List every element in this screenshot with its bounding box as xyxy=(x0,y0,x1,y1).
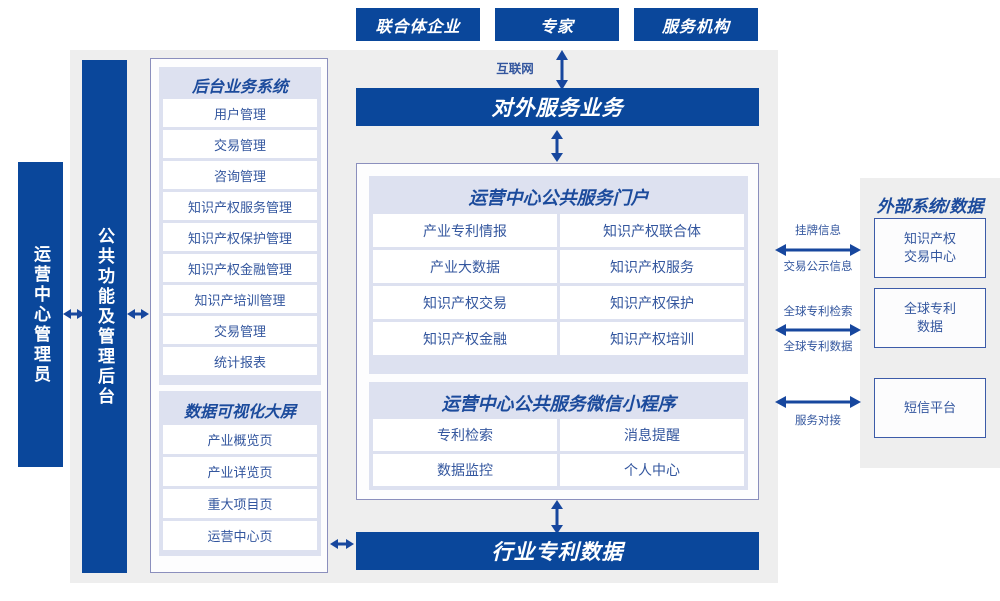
backend-item[interactable]: 统计报表 xyxy=(163,347,317,375)
internet-label: 互联网 xyxy=(496,62,534,76)
miniprogram-item[interactable]: 个人中心 xyxy=(560,454,744,486)
service-to-portal-connector xyxy=(543,130,571,162)
industry-data-bar[interactable]: 行业专利数据 xyxy=(356,532,759,570)
horizontal-double-arrow-icon xyxy=(775,324,861,336)
miniprogram-items: 专利检索 消息提醒 数据监控 个人中心 xyxy=(373,419,744,486)
backend-system-items: 用户管理 交易管理 咨询管理 知识产权服务管理 知识产权保护管理 知识产权金融管… xyxy=(163,99,317,375)
portal-item[interactable]: 产业专利情报 xyxy=(373,214,557,247)
external-service-bar[interactable]: 对外服务业务 xyxy=(356,88,759,126)
backend-system-title: 后台业务系统 xyxy=(191,79,288,96)
connector-label-service-integration: 服务对接 xyxy=(795,415,841,427)
backend-item[interactable]: 用户管理 xyxy=(163,99,317,127)
common-backend-label: 公共功能及管理后台 xyxy=(95,226,114,407)
vertical-double-arrow-icon xyxy=(551,130,563,162)
miniprogram-item[interactable]: 专利检索 xyxy=(373,419,557,451)
external-system-sms-platform-line1: 短信平台 xyxy=(903,400,956,416)
backend-item[interactable]: 知识产权服务管理 xyxy=(163,192,317,220)
data-visualization-items: 产业概览页 产业详览页 重大项目页 运营中心页 xyxy=(163,425,317,550)
miniprogram-item[interactable]: 数据监控 xyxy=(373,454,557,486)
connector-label-global-patent-search: 全球专利检索 xyxy=(783,306,853,318)
data-visualization-title: 数据可视化大屏 xyxy=(183,404,296,421)
miniprogram-group: 运营中心公共服务微信小程序 专利检索 消息提醒 数据监控 个人中心 xyxy=(369,382,748,490)
dataviz-item[interactable]: 重大项目页 xyxy=(163,489,317,518)
backend-item[interactable]: 交易管理 xyxy=(163,130,317,158)
dataviz-item[interactable]: 产业详览页 xyxy=(163,457,317,486)
external-system-ip-exchange-line2: 交易中心 xyxy=(903,249,956,264)
external-system-sms-platform[interactable]: 短信平台 xyxy=(874,378,986,438)
external-system-global-patent-line2: 数据 xyxy=(916,319,943,334)
backend-item[interactable]: 咨询管理 xyxy=(163,161,317,189)
actor-box-service-org-label: 服务机构 xyxy=(661,18,730,36)
actor-box-consortium-label: 联合体企业 xyxy=(375,18,461,36)
data-visualization-group: 数据可视化大屏 产业概览页 产业详览页 重大项目页 运营中心页 xyxy=(159,391,321,556)
backend-item[interactable]: 知识产权保护管理 xyxy=(163,223,317,251)
connector-label-global-patent-data: 全球专利数据 xyxy=(783,341,853,353)
portal-item[interactable]: 知识产权金融 xyxy=(373,322,557,355)
actor-box-service-org[interactable]: 服务机构 xyxy=(634,8,758,41)
miniprogram-title: 运营中心公共服务微信小程序 xyxy=(441,393,676,414)
operator-admin-bar[interactable]: 运营中心管理员 xyxy=(18,162,63,467)
external-system-ip-exchange-line1: 知识产权 xyxy=(903,231,956,247)
backend-item[interactable]: 知识产权金融管理 xyxy=(163,254,317,282)
horizontal-double-arrow-icon xyxy=(330,539,354,549)
connector-label-listing-info: 挂牌信息 xyxy=(795,225,841,237)
horizontal-double-arrow-icon xyxy=(127,309,149,319)
horizontal-double-arrow-icon xyxy=(63,309,85,319)
connector-label-transaction-public-info: 交易公示信息 xyxy=(783,261,853,273)
dataviz-item[interactable]: 产业概览页 xyxy=(163,425,317,454)
external-connector-2 xyxy=(775,320,861,340)
internet-arrow-icon xyxy=(556,50,568,90)
external-system-global-patent-line1: 全球专利 xyxy=(903,301,956,317)
dataviz-item[interactable]: 运营中心页 xyxy=(163,521,317,550)
internet-connector xyxy=(548,50,576,90)
backend-system-group: 后台业务系统 用户管理 交易管理 咨询管理 知识产权服务管理 知识产权保护管理 … xyxy=(159,67,321,385)
backend-panel: 后台业务系统 用户管理 交易管理 咨询管理 知识产权服务管理 知识产权保护管理 … xyxy=(150,58,328,573)
external-connector-1 xyxy=(775,240,861,260)
backend-to-panel-connector xyxy=(127,303,149,325)
common-backend-bar[interactable]: 公共功能及管理后台 xyxy=(82,60,127,573)
portal-group: 运营中心公共服务门户 产业专利情报 知识产权联合体 产业大数据 知识产权服务 知… xyxy=(369,176,748,374)
external-service-bar-label: 对外服务业务 xyxy=(491,97,624,120)
external-systems-title: 外部系统/数据 xyxy=(876,197,984,216)
horizontal-double-arrow-icon xyxy=(775,244,861,256)
admin-to-backend-connector xyxy=(63,303,85,325)
external-system-ip-exchange[interactable]: 知识产权 交易中心 xyxy=(874,218,986,278)
portal-item[interactable]: 知识产权交易 xyxy=(373,286,557,319)
external-system-global-patent[interactable]: 全球专利 数据 xyxy=(874,288,986,348)
portal-item[interactable]: 知识产权服务 xyxy=(560,250,744,283)
actor-box-expert[interactable]: 专家 xyxy=(495,8,619,41)
backend-item[interactable]: 交易管理 xyxy=(163,316,317,344)
portal-to-industry-connector xyxy=(543,500,571,534)
portal-item[interactable]: 产业大数据 xyxy=(373,250,557,283)
portal-item[interactable]: 知识产权培训 xyxy=(560,322,744,355)
miniprogram-item[interactable]: 消息提醒 xyxy=(560,419,744,451)
industry-data-bar-label: 行业专利数据 xyxy=(491,541,624,564)
actor-box-consortium[interactable]: 联合体企业 xyxy=(356,8,480,41)
external-connector-3 xyxy=(775,392,861,412)
backend-item[interactable]: 知识产培训管理 xyxy=(163,285,317,313)
portal-item[interactable]: 知识产权保护 xyxy=(560,286,744,319)
panel-to-industry-connector xyxy=(330,533,354,555)
portal-panel: 运营中心公共服务门户 产业专利情报 知识产权联合体 产业大数据 知识产权服务 知… xyxy=(356,163,759,500)
horizontal-double-arrow-icon xyxy=(775,396,861,408)
actor-box-expert-label: 专家 xyxy=(539,18,574,36)
portal-item[interactable]: 知识产权联合体 xyxy=(560,214,744,247)
portal-title: 运营中心公共服务门户 xyxy=(468,188,649,208)
vertical-double-arrow-icon xyxy=(551,500,563,534)
operator-admin-label: 运营中心管理员 xyxy=(31,244,50,385)
portal-items: 产业专利情报 知识产权联合体 产业大数据 知识产权服务 知识产权交易 知识产权保… xyxy=(373,214,744,355)
